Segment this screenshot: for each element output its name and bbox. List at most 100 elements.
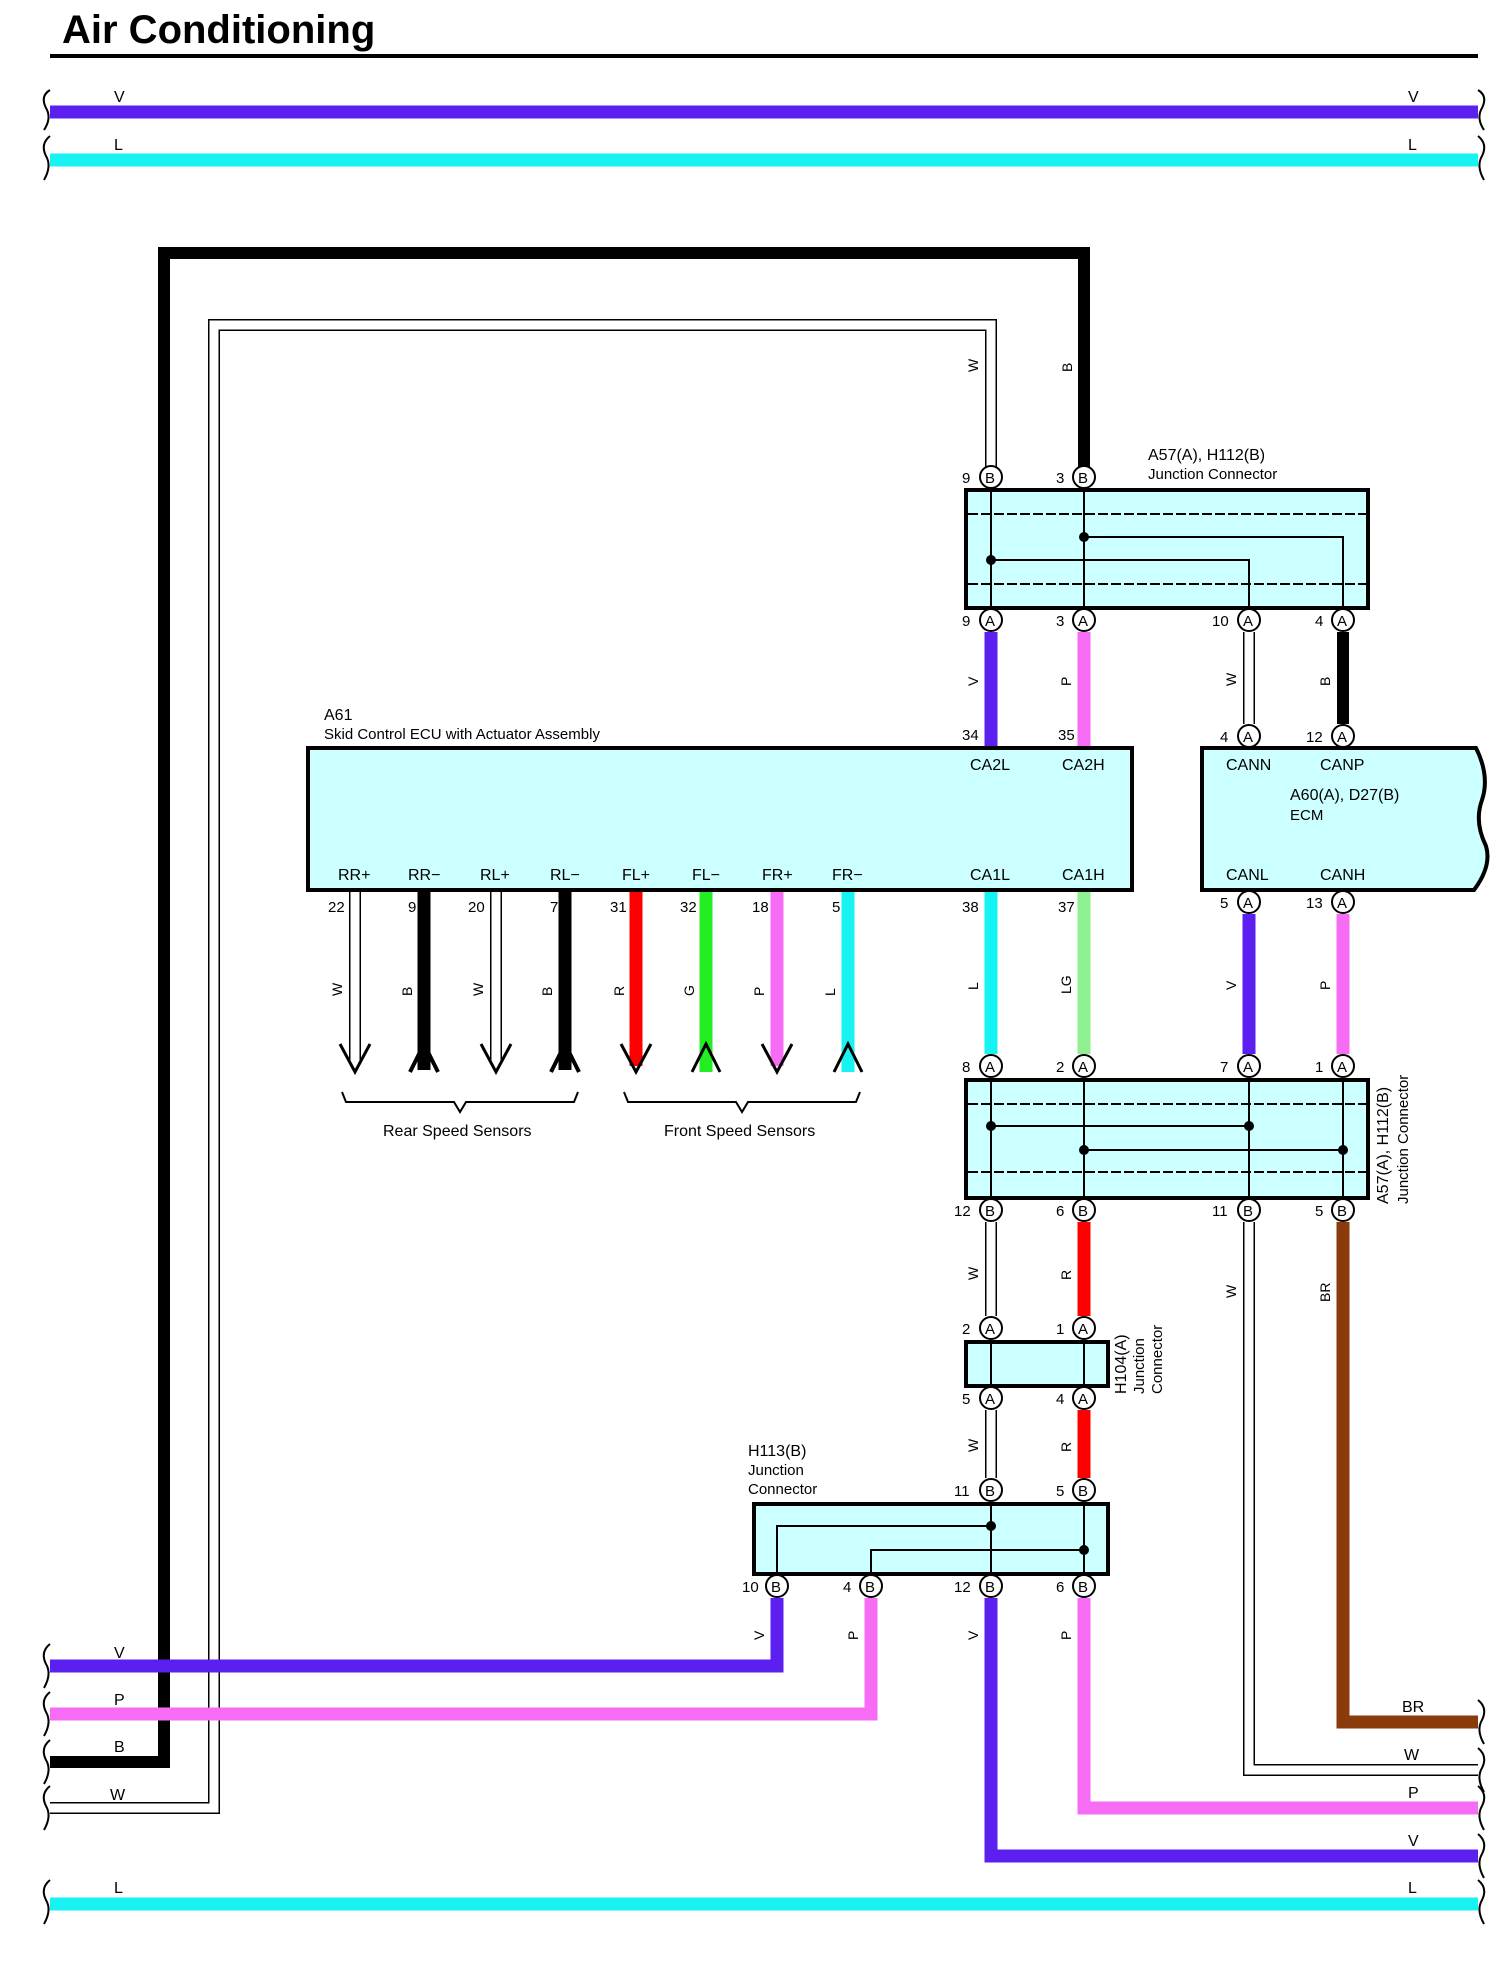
- h113-name-line1: Junction: [748, 1462, 804, 1479]
- a61-pin-number: 22: [328, 899, 345, 916]
- ecm-term-label: CANL: [1226, 867, 1269, 884]
- a61-term-label: FL−: [692, 867, 720, 884]
- wire-code: G: [681, 985, 697, 996]
- bus-label-w: W: [110, 1787, 126, 1804]
- h113-pin-shell: B: [1078, 1579, 1088, 1596]
- j1-name: Junction Connector: [1148, 466, 1277, 483]
- a61-id: A61: [324, 707, 353, 724]
- h104-pin-number: 2: [962, 1321, 970, 1338]
- wire-code: W: [965, 1266, 981, 1280]
- bottom-bus-l-label-left: L: [114, 1880, 123, 1897]
- speed-sensor-wires: W B W B R G P L Rear Speed Sensors Front…: [329, 892, 864, 1140]
- j2-name: Junction Connector: [1395, 1075, 1412, 1204]
- j2-pin-number: 5: [1315, 1203, 1323, 1220]
- j2-pin-shell: B: [1078, 1203, 1088, 1220]
- a61-pin-number: 32: [680, 899, 697, 916]
- a61-pin-number: 34: [962, 727, 979, 744]
- wire-code: P: [1058, 677, 1074, 686]
- bottom-bus-l-label-right: L: [1408, 1880, 1417, 1897]
- top-bus-l: L L: [42, 135, 1486, 181]
- ecm-name: ECM: [1290, 807, 1323, 824]
- h104-pin-shell: A: [985, 1391, 995, 1408]
- top-bus-v: V V: [42, 89, 1486, 131]
- j1-pin-number: 3: [1056, 613, 1064, 630]
- bottom-bus-l: L L: [42, 1879, 1486, 1925]
- wire-code: W: [1223, 1284, 1239, 1298]
- j1-pin-shell: A: [1337, 613, 1347, 630]
- j1-pin-number: 9: [962, 613, 970, 630]
- wire-code: W: [965, 1438, 981, 1452]
- bus-label-v-right: V: [1408, 1833, 1419, 1850]
- j1-pin-shell: A: [985, 613, 995, 630]
- a61-pin-number: 38: [962, 899, 979, 916]
- a61-term-label: RL+: [480, 867, 510, 884]
- j1-pin-shell: B: [1078, 470, 1088, 487]
- a61-pin-number: 7: [550, 899, 558, 916]
- a61-term-label: FR+: [762, 867, 793, 884]
- black-loop-wire: [50, 247, 1090, 1768]
- a61-term-label: RR+: [338, 867, 370, 884]
- j1-bottom-pins: A 9 A 3 A 10 A 4: [962, 608, 1355, 632]
- j2-pin-number: 6: [1056, 1203, 1064, 1220]
- a61-pin-number: 5: [832, 899, 840, 916]
- j2-pin-shell: A: [985, 1059, 995, 1076]
- a61-pin-number: 20: [468, 899, 485, 916]
- a61-term-label: RL−: [550, 867, 580, 884]
- a61-term-label: CA2H: [1062, 757, 1105, 774]
- ecm-pin-shell: A: [1337, 895, 1347, 912]
- junction-connector-j2: A 8 A 2 A 7 A 1 B 12 B 6 B 11 B 5 A57(A)…: [954, 1054, 1412, 1222]
- wire-code: B: [539, 987, 555, 996]
- wire-code: B: [1059, 363, 1075, 372]
- a61-pin-number: 37: [1058, 899, 1075, 916]
- j2-pin-number: 2: [1056, 1059, 1064, 1076]
- j1-pin-number: 9: [962, 470, 970, 487]
- wire-code: P: [751, 987, 767, 996]
- h104-pin-number: 1: [1056, 1321, 1064, 1338]
- j2-pin-number: 1: [1315, 1059, 1323, 1076]
- bottom-left-bus: V P B W: [42, 1643, 126, 1831]
- wire-code: P: [845, 1631, 861, 1640]
- title-rule: [50, 54, 1478, 58]
- a61-pin-number: 9: [408, 899, 416, 916]
- wire-code: LG: [1058, 975, 1074, 994]
- wire-code: R: [611, 986, 627, 996]
- h113-pin-number: 4: [843, 1579, 851, 1596]
- ecm-pin-shell: A: [1243, 895, 1253, 912]
- wire-code: P: [1058, 1631, 1074, 1640]
- ecm-term-label: CANH: [1320, 867, 1365, 884]
- ecm-pin-number: 4: [1220, 729, 1228, 746]
- h113-pin-number: 6: [1056, 1579, 1064, 1596]
- h113-name-line2: Connector: [748, 1481, 817, 1498]
- bus-label-w-right: W: [1404, 1747, 1420, 1764]
- a61-pin-number: 18: [752, 899, 769, 916]
- wire-code: R: [1058, 1270, 1074, 1280]
- j2-pin-number: 8: [962, 1059, 970, 1076]
- h113-pin-shell: B: [771, 1579, 781, 1596]
- h113-pin-number: 5: [1056, 1483, 1064, 1500]
- h104-pin-shell: A: [1078, 1391, 1088, 1408]
- can-wires-to-j2: L LG V P: [965, 892, 1350, 1054]
- j1-pin-number: 4: [1315, 613, 1323, 630]
- h104-name-line2: Connector: [1149, 1325, 1166, 1394]
- ecu-a61: A61 Skid Control ECU with Actuator Assem…: [306, 707, 1134, 916]
- bus-label-b: B: [114, 1739, 125, 1756]
- bus-label-v: V: [114, 1645, 125, 1662]
- front-speed-sensors-label: Front Speed Sensors: [664, 1123, 815, 1140]
- wire-code: L: [822, 988, 838, 996]
- h104-pin-number: 4: [1056, 1391, 1064, 1408]
- j1-pin-shell: B: [985, 470, 995, 487]
- top-bus-l-label-left: L: [114, 137, 123, 154]
- j2-pin-shell: A: [1337, 1059, 1347, 1076]
- h104-pin-shell: A: [1078, 1321, 1088, 1338]
- j2-pin-shell: B: [985, 1203, 995, 1220]
- j2-pin-shell: B: [1337, 1203, 1347, 1220]
- h113-pin-shell: B: [865, 1579, 875, 1596]
- wire-code: W: [470, 982, 486, 996]
- wire-code: W: [329, 982, 345, 996]
- j2-pin-number: 7: [1220, 1059, 1228, 1076]
- j1-to-a61-wires: V P W B: [965, 632, 1349, 748]
- wire-code: P: [1317, 981, 1333, 990]
- a61-pin-number: 35: [1058, 727, 1075, 744]
- a61-pin-number: 31: [610, 899, 627, 916]
